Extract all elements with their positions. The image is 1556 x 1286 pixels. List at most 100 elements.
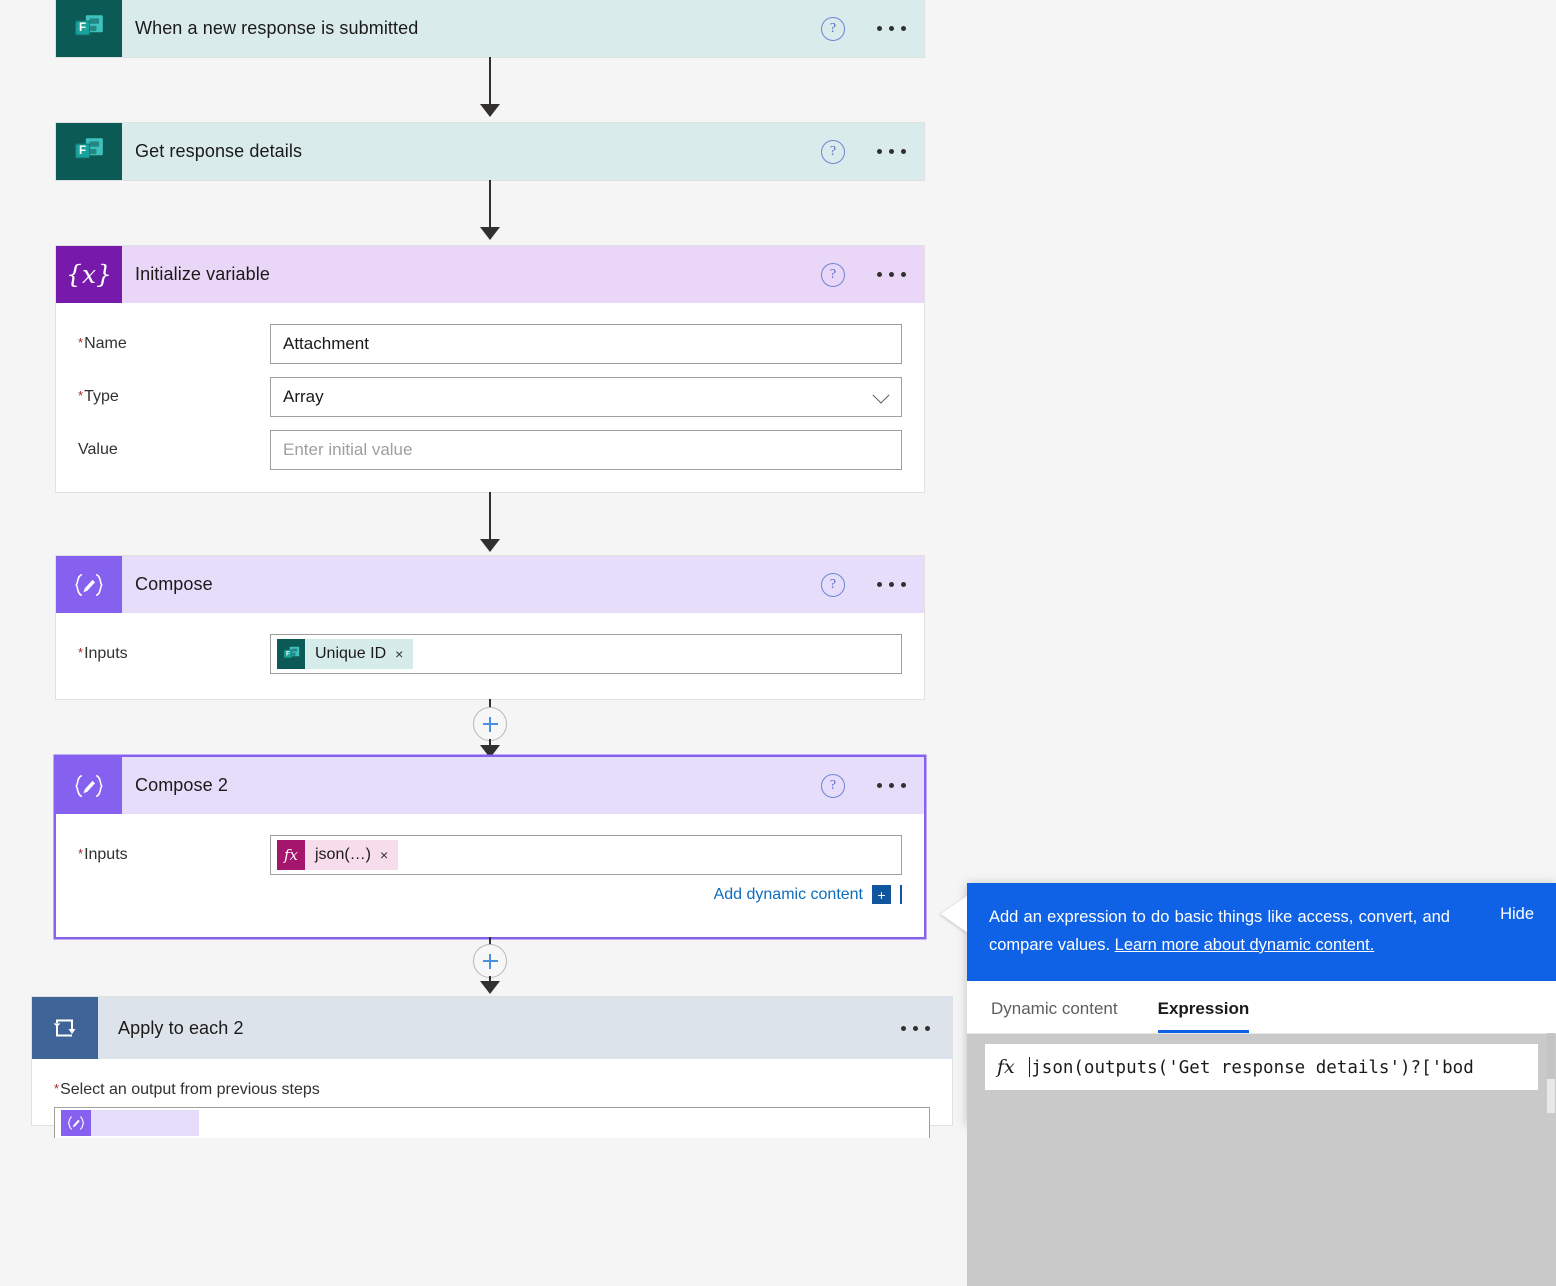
flow-step-compose[interactable]: Compose ? *Inputs: [56, 556, 924, 699]
flow-step-apply-to-each-2[interactable]: Apply to each 2 *Select an output from p…: [32, 997, 952, 1138]
step-header[interactable]: F When a new response is submitted ?: [56, 0, 924, 57]
flyout-banner-sentence: Add an expression to do basic things lik…: [989, 908, 1450, 954]
svg-text:F: F: [285, 650, 289, 657]
connector-arrow-icon: [480, 227, 500, 240]
flow-step-when-a-new-response-is-submitted[interactable]: F When a new response is submitted ?: [56, 0, 924, 57]
help-icon[interactable]: ?: [821, 572, 845, 597]
add-dynamic-content-link[interactable]: Add dynamic content: [713, 885, 863, 903]
field-label-text: Name: [84, 335, 127, 352]
connector-line: [489, 57, 491, 111]
add-dynamic-content-plus-icon[interactable]: +: [872, 885, 891, 904]
scrollbar-thumb[interactable]: [1547, 1033, 1555, 1079]
insert-step-button[interactable]: [473, 944, 507, 978]
connector-arrow-icon: [480, 104, 500, 117]
token-label: json(…): [315, 846, 372, 863]
step-header[interactable]: F Get response details ?: [56, 123, 924, 180]
flyout-pointer-arrow-icon: [941, 895, 968, 933]
step-title: Compose: [135, 574, 213, 594]
help-icon[interactable]: ?: [821, 262, 845, 287]
flyout-banner-text: Add an expression to do basic things lik…: [989, 903, 1534, 959]
remove-token-icon[interactable]: ×: [395, 646, 404, 662]
step-body: *Name Attachment *Type Array Value Enter…: [56, 324, 924, 492]
microsoft-forms-icon: F: [56, 123, 122, 180]
expression-value: json(outputs('Get response details')?['b…: [1031, 1057, 1474, 1078]
connector-arrow-icon: [480, 745, 500, 758]
loop-repeat-icon: [32, 997, 98, 1059]
connector-line: [489, 937, 491, 945]
flow-step-compose-2[interactable]: Compose 2 ? *Inputs fx json(…) ×: [56, 757, 924, 937]
field-label: *Type: [78, 388, 270, 406]
compose-pencil-icon: [56, 556, 122, 613]
flow-canvas: F When a new response is submitted ?: [32, 0, 952, 1138]
overflow-menu-icon[interactable]: [877, 783, 906, 788]
insert-step-button[interactable]: [473, 707, 507, 741]
field-row-inputs: *Inputs F: [56, 634, 924, 674]
compose-inputs-field[interactable]: F Unique ID ×: [270, 634, 902, 674]
field-label: Value: [78, 441, 270, 459]
remove-token-icon[interactable]: ×: [380, 847, 389, 863]
connector-line: [489, 492, 491, 546]
step-header[interactable]: Compose 2 ?: [56, 757, 924, 814]
flow-step-get-response-details[interactable]: F Get response details ?: [56, 123, 924, 180]
overflow-menu-icon[interactable]: [877, 272, 906, 277]
svg-text:F: F: [79, 21, 86, 34]
compose2-inputs-field[interactable]: fx json(…) ×: [270, 835, 902, 875]
microsoft-forms-icon: F: [277, 639, 305, 669]
tab-dynamic-content[interactable]: Dynamic content: [991, 999, 1118, 1018]
overflow-menu-icon[interactable]: [877, 26, 906, 31]
connector-arrow-icon: [480, 539, 500, 552]
field-row-value: Value Enter initial value: [56, 430, 924, 470]
dynamic-content-flyout[interactable]: Hide Add an expression to do basic thing…: [941, 883, 1556, 1286]
expression-token-partial[interactable]: [61, 1110, 199, 1136]
learn-more-link[interactable]: Learn more about dynamic content.: [1114, 936, 1375, 954]
step-title: Initialize variable: [135, 264, 270, 284]
flyout-info-banner: Hide Add an expression to do basic thing…: [967, 883, 1556, 981]
step-title: Compose 2: [135, 775, 228, 795]
step-header[interactable]: Compose ?: [56, 556, 924, 613]
step-header-actions: ?: [821, 757, 906, 814]
chevron-down-icon[interactable]: [872, 386, 890, 404]
variable-name-input[interactable]: Attachment: [270, 324, 902, 364]
step-header-actions: ?: [821, 246, 906, 303]
step-header[interactable]: Apply to each 2: [32, 997, 952, 1059]
plus-icon-v: [489, 953, 491, 969]
expression-input-box[interactable]: fx json(outputs('Get response details')?…: [985, 1044, 1538, 1090]
compose-pencil-icon: [61, 1110, 91, 1136]
flyout-scrollbar[interactable]: [1547, 1033, 1555, 1113]
step-body: *Inputs F: [56, 634, 924, 696]
dynamic-content-token[interactable]: F Unique ID ×: [277, 639, 414, 669]
variable-type-value: Array: [283, 387, 324, 406]
overflow-menu-icon[interactable]: [877, 149, 906, 154]
variable-value-input[interactable]: Enter initial value: [270, 430, 902, 470]
field-label-text: Select an output from previous steps: [60, 1081, 320, 1098]
microsoft-forms-icon: F: [56, 0, 122, 57]
step-title: When a new response is submitted: [135, 18, 419, 38]
help-icon[interactable]: ?: [821, 773, 845, 798]
help-icon[interactable]: ?: [821, 16, 845, 41]
apply-to-each-output-field[interactable]: [54, 1107, 930, 1138]
expression-input[interactable]: json(outputs('Get response details')?['b…: [1028, 1056, 1474, 1078]
field-label-text: Type: [84, 388, 119, 405]
connector-line: [489, 699, 491, 707]
step-title: Get response details: [135, 141, 303, 161]
step-header-actions: [901, 997, 930, 1059]
overflow-menu-icon[interactable]: [877, 582, 906, 587]
step-header-actions: ?: [821, 0, 906, 57]
flow-step-initialize-variable[interactable]: {x} Initialize variable ? *Name Attachme…: [56, 246, 924, 492]
field-label: *Name: [78, 335, 270, 353]
connector-line: [489, 180, 491, 234]
expression-editor-region: fx json(outputs('Get response details')?…: [967, 1034, 1556, 1286]
help-icon[interactable]: ?: [821, 139, 845, 164]
tab-expression[interactable]: Expression: [1157, 999, 1249, 1033]
variable-type-select[interactable]: Array: [270, 377, 902, 417]
overflow-menu-icon[interactable]: [901, 1025, 930, 1031]
step-header[interactable]: {x} Initialize variable ?: [56, 246, 924, 303]
hide-banner-button[interactable]: Hide: [1500, 905, 1534, 923]
field-label-text: Inputs: [84, 645, 128, 662]
expression-token[interactable]: fx json(…) ×: [277, 840, 399, 870]
step-body: *Inputs fx json(…) × Add dynamic content…: [56, 835, 924, 926]
step-body: *Select an output from previous steps: [32, 1059, 952, 1138]
add-dynamic-content-row: Add dynamic content +: [56, 875, 924, 904]
fx-icon: fx: [997, 1056, 1015, 1078]
field-label-select-output: *Select an output from previous steps: [32, 1059, 952, 1099]
